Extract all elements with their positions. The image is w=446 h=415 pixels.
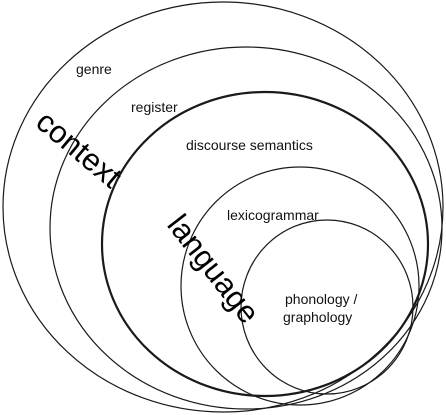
- context-label: context: [30, 104, 129, 195]
- phonology-label-line1: phonology /: [285, 291, 358, 307]
- graphology-label-line2: graphology: [283, 309, 352, 325]
- register-circle: [49, 46, 443, 410]
- lexicogrammar-label: lexicogrammar: [227, 207, 319, 223]
- phonology-graphology-circle: [240, 219, 414, 395]
- discourse-semantics-circle: [100, 90, 430, 398]
- language-label: language: [160, 208, 266, 330]
- genre-label: genre: [76, 61, 112, 77]
- discourse-semantics-label: discourse semantics: [186, 137, 313, 153]
- register-label: register: [131, 99, 178, 115]
- lexicogrammar-circle: [180, 166, 420, 406]
